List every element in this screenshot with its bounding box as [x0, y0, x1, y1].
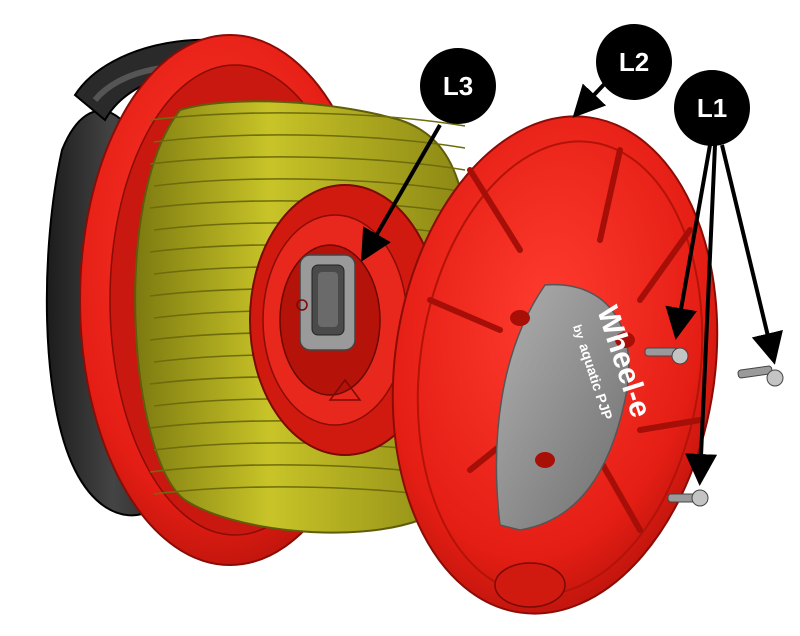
screw-loose [737, 365, 784, 387]
callout-l1: L1 [674, 70, 750, 146]
screw-lower [667, 489, 709, 507]
callout-l3-label: L3 [443, 71, 473, 101]
brand-byline: by [570, 323, 588, 341]
hose-winding [149, 112, 466, 127]
arrow-l3 [361, 124, 442, 262]
callout-arrows [361, 76, 783, 486]
arrow-l1-upper [665, 144, 712, 340]
hose-winding [153, 178, 466, 193]
arrow-l1-loose [720, 144, 783, 365]
front-cover-plate [391, 115, 719, 615]
callout-l2: L2 [596, 24, 672, 100]
callout-l3: L3 [420, 48, 496, 124]
hose-winding [149, 156, 466, 171]
arrow-l1-lower [685, 144, 718, 486]
callout-l1-label: L1 [697, 93, 727, 123]
screw-upper [644, 347, 689, 365]
callout-l2-label: L2 [619, 47, 649, 77]
